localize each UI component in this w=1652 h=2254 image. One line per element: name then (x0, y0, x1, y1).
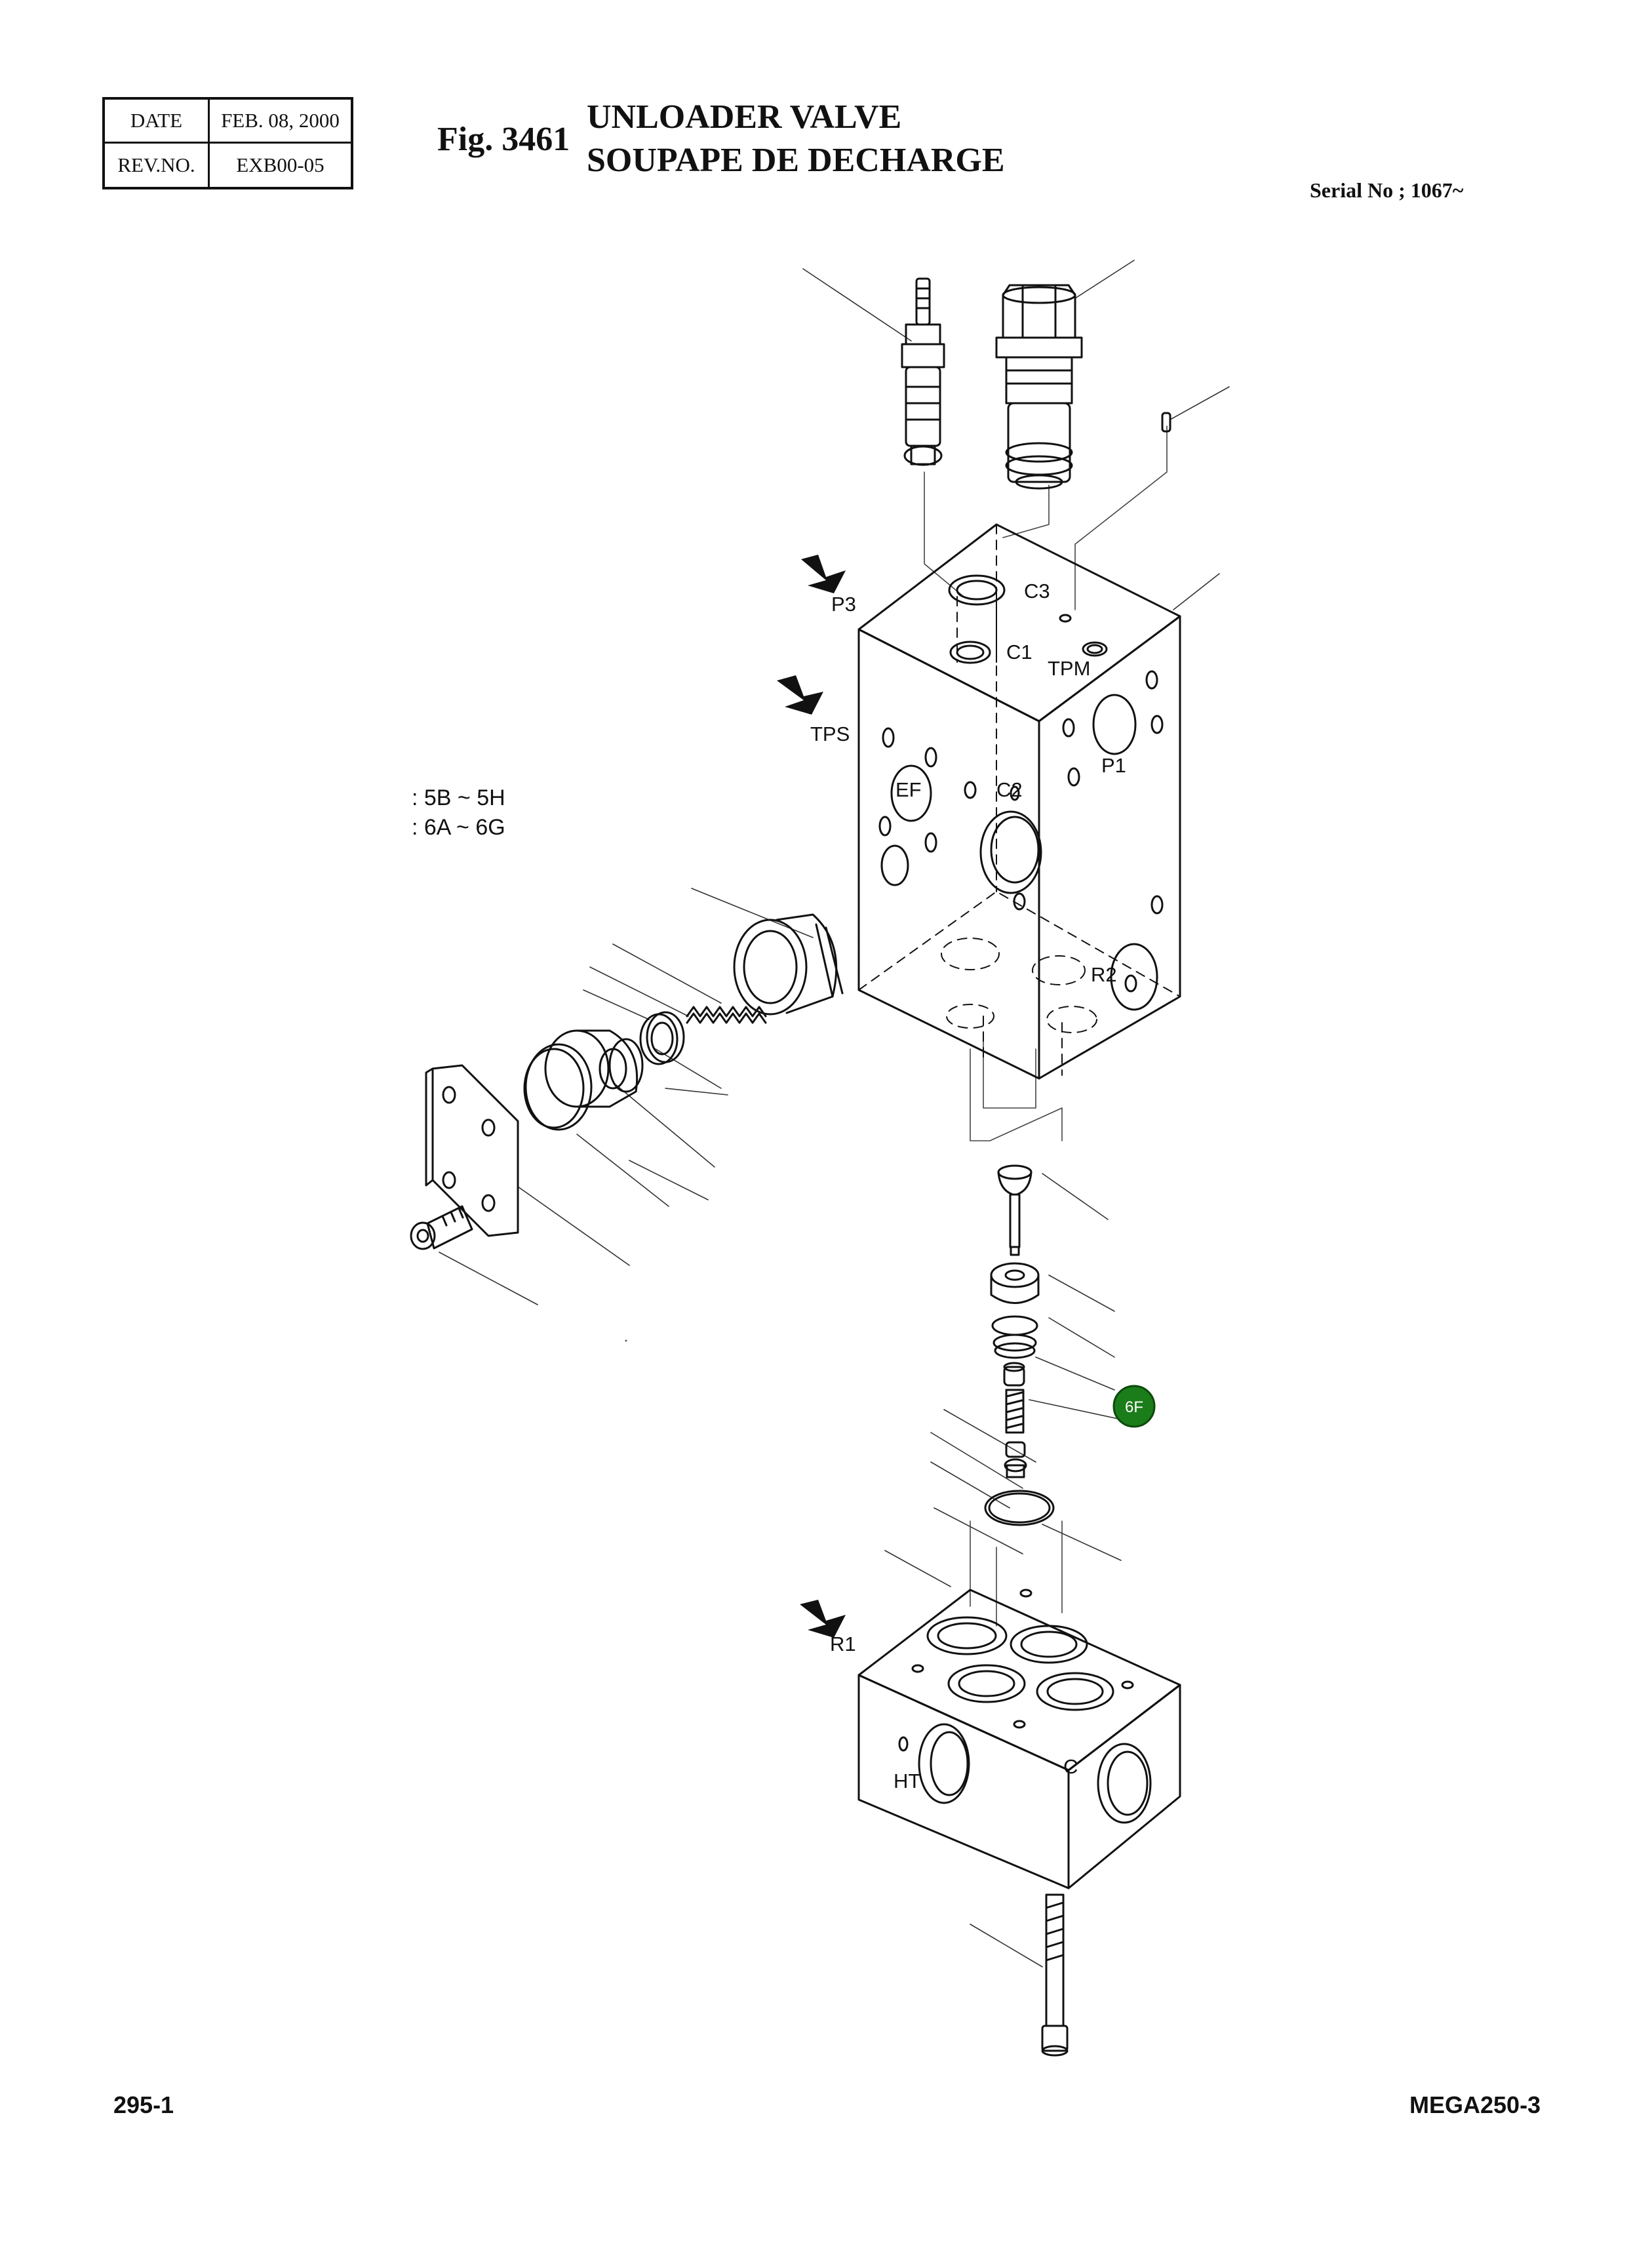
side-cap-sleeve (733, 913, 844, 1016)
seat (990, 1262, 1040, 1304)
label-r1: R1 (830, 1632, 856, 1655)
reference-note-2: : 6A ~ 6G (412, 815, 505, 840)
title-french: SOUPAPE DE DECHARGE (587, 142, 1005, 179)
page-number: 295-1 (113, 2091, 174, 2118)
label-ht: HT (894, 1770, 920, 1792)
label-tps: TPS (810, 722, 850, 745)
side-retainer-ring (639, 1011, 685, 1065)
label-tpm: TPM (1048, 657, 1090, 680)
title-english: UNLOADER VALVE (587, 98, 902, 136)
date-value: FEB. 08, 2000 (210, 100, 351, 144)
figure-title: UNLOADER VALVE SOUPAPE DE DECHARGE (587, 96, 1005, 182)
label-c3: C3 (1024, 580, 1050, 603)
rev-label: REV.NO. (105, 143, 210, 187)
leader-lines (439, 260, 1230, 1967)
label-r2: R2 (1091, 963, 1117, 986)
relief-valve-cartridge (901, 277, 945, 466)
revision-table: DATE FEB. 08, 2000 REV.NO. EXB00-05 (102, 97, 353, 189)
label-c: C (1063, 1755, 1078, 1778)
figure-number: Fig. 3461 (437, 121, 570, 158)
label-p1: P1 (1101, 754, 1126, 777)
label-p3: P3 (831, 593, 856, 616)
side-cover-plate (425, 1064, 519, 1237)
tie-bolt (1041, 1893, 1069, 2057)
port-arrows (777, 555, 846, 1638)
side-o-ring (523, 1043, 593, 1131)
o-rings-small (991, 1315, 1038, 1359)
label-c2: C2 (996, 778, 1023, 801)
poppet (997, 1164, 1032, 1256)
main-valve-block (857, 523, 1181, 1080)
callout-badge-6f[interactable]: 6F (1112, 1385, 1156, 1428)
label-ef: EF (895, 778, 922, 801)
large-o-ring (984, 1490, 1055, 1526)
model-number: MEGA250-3 (1409, 2091, 1541, 2118)
rev-value: EXB00-05 (236, 153, 324, 176)
side-spring (686, 1006, 767, 1024)
badge-circle (1112, 1385, 1156, 1428)
serial-number: Serial No ; 1067~ (1310, 178, 1464, 202)
stray-dot (625, 1339, 627, 1342)
badge-label: 6F (1125, 1398, 1143, 1416)
reference-note-1: : 5B ~ 5H (412, 785, 505, 810)
small-plug (1161, 412, 1171, 433)
label-c1: C1 (1006, 641, 1032, 663)
spool-parts (1003, 1362, 1027, 1478)
side-piston (544, 1029, 644, 1108)
lower-valve-block (857, 1589, 1181, 1889)
date-label: DATE (105, 100, 210, 144)
check-valve-cartridge (995, 284, 1083, 490)
socket-head-bolt (410, 1205, 473, 1250)
